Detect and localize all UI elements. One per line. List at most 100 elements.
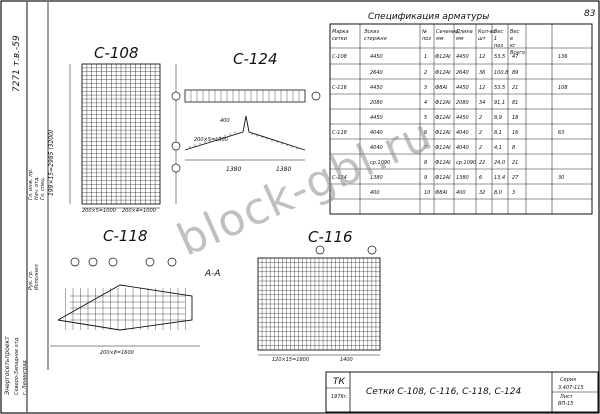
spec-section-cell: Ф8АI: [435, 85, 448, 91]
spec-qty-cell: 2: [479, 115, 482, 121]
spec-header-cell: Кол-во: [478, 29, 496, 35]
spec-pos-cell: 9: [424, 175, 427, 181]
spec-total-cell: 30: [558, 175, 564, 181]
spec-header-cell: мм: [436, 36, 444, 42]
spec-weight-unit-cell: 24,0: [494, 160, 505, 166]
dim-c124-right: 1380: [276, 166, 291, 173]
dim-c118-bottom: 200×8=1600: [100, 350, 134, 356]
spec-weight-pos-cell: 89: [512, 70, 518, 76]
spec-header-cell: поз: [494, 43, 503, 49]
dim-c116-bottom: 120×15=1800: [272, 357, 309, 363]
spec-weight-unit-cell: 13,4: [494, 175, 505, 181]
spec-pos-cell: 5: [424, 115, 427, 121]
spec-mark-cell: С-118: [332, 130, 347, 136]
marker-c116-b: [367, 245, 377, 255]
spec-length-cell: 4040: [456, 130, 469, 136]
spec-header-cell: мм: [456, 36, 464, 42]
stamp-role-1: Гл. инж. пр.: [28, 169, 34, 200]
spec-length-cell: 4040: [456, 145, 469, 151]
spec-weight-unit-cell: 8,0: [494, 190, 502, 196]
title-block-name: Сетки С-108, С-116, С-118, С-124: [366, 387, 521, 397]
marker-c116-a: [315, 245, 325, 255]
dim-c124-left: 1380: [226, 166, 241, 173]
spec-qty-cell: 2: [479, 130, 482, 136]
spec-pos-cell: 3: [424, 85, 427, 91]
side-stamp: 7271 т.в.-59: [12, 35, 22, 92]
dim-c108-bottom-left: 200×5=1000: [82, 208, 116, 214]
spec-qty-cell: 12: [479, 85, 485, 91]
spec-weight-pos-cell: 21: [512, 160, 518, 166]
spec-header-cell: шт: [478, 36, 487, 42]
stamp-role-4: Рук. гр.: [28, 270, 34, 290]
spec-weight-unit-cell: 8,1: [494, 130, 502, 136]
spec-sketch-cell: 2640: [370, 70, 383, 76]
spec-pos-cell: 2: [424, 70, 427, 76]
spec-header-cell: 1: [494, 36, 497, 42]
marker-c118-3: [108, 257, 118, 267]
spec-sketch-cell: 4450: [370, 85, 383, 91]
stamp-dept: Северо-Западное отд.: [14, 336, 20, 395]
spec-section-cell: Ф12АI: [435, 70, 451, 76]
spec-weight-pos-cell: 21: [512, 85, 518, 91]
spec-qty-cell: 2: [479, 145, 482, 151]
spec-pos-cell: 8: [424, 160, 427, 166]
spec-sketch-cell: 2080: [370, 100, 383, 106]
spec-sketch-cell: 1380: [370, 175, 383, 181]
spec-weight-unit-cell: 4,1: [494, 145, 502, 151]
spec-sketch-cell: 4040: [370, 130, 383, 136]
spec-sketch-cell: 4040: [370, 145, 383, 151]
spec-header-cell: в: [510, 36, 513, 42]
spec-length-cell: 4450: [456, 85, 469, 91]
title-block-series: 3.407-115: [558, 385, 584, 391]
view-title-c116: С-116: [308, 228, 353, 246]
spec-pos-cell: 6: [424, 130, 427, 136]
view-title-c124: С-124: [233, 50, 278, 68]
spec-pos-cell: 7: [424, 145, 428, 151]
spec-qty-cell: 6: [479, 175, 482, 181]
spec-header-cell: №: [421, 29, 427, 35]
spec-section-cell: Ф12АI: [435, 175, 451, 181]
dim-c108-bottom-right: 200×4=1000: [122, 208, 156, 214]
view-title-c118: С-118: [103, 227, 148, 245]
spec-pos-cell: 4: [424, 100, 427, 106]
marker-c124-a: [171, 91, 181, 101]
section-title: А-А: [204, 269, 221, 279]
spec-pos-cell: 1: [424, 54, 427, 60]
stamp-role-2: Нач. отд.: [34, 176, 40, 200]
profile-c124: [184, 115, 306, 151]
spec-length-cell: 400: [456, 190, 466, 196]
spec-weight-unit-cell: 8,9: [494, 115, 502, 121]
spec-weight-pos-cell: 18: [512, 115, 518, 121]
spec-weight-pos-cell: 27: [512, 175, 519, 181]
title-block-sheet: ВП-15: [558, 401, 573, 407]
spec-length-cell: 4450: [456, 54, 469, 60]
marker-c124-b: [311, 91, 321, 101]
stamp-role-3: Гл. спец.: [40, 177, 46, 200]
stamp-role-5: Исполнил: [34, 263, 40, 290]
spec-qty-cell: 32: [479, 190, 485, 196]
spec-mark-cell: С-108: [332, 54, 347, 60]
title-block-year: 1976г.: [331, 394, 348, 400]
title-block-series-label: Серия: [560, 377, 576, 383]
marker-c118-5: [167, 257, 177, 267]
spec-section-cell: Ф12АI: [435, 115, 451, 121]
title-block-org: ТК: [333, 377, 345, 387]
spec-length-cell: 1380: [456, 175, 469, 181]
spec-section-cell: Ф12АI: [435, 145, 451, 151]
spec-header-cell: Сечение: [436, 29, 458, 35]
spec-length-cell: 2640: [456, 70, 469, 76]
marker-c118-4: [145, 257, 155, 267]
spec-length-cell: 4450: [456, 115, 469, 121]
spec-mark-cell: С-124: [332, 175, 347, 181]
spec-weight-pos-cell: 81: [512, 100, 518, 106]
spec-weight-pos-cell: 47: [512, 54, 519, 60]
title-block-sheet-label: Лист: [559, 394, 574, 400]
spec-total-cell: 136: [558, 54, 568, 60]
spec-weight-unit-cell: 53,5: [494, 85, 505, 91]
spec-mark-cell: С-116: [332, 85, 347, 91]
spec-qty-cell: 36: [479, 70, 485, 76]
spec-section-cell: Ф12АI: [435, 130, 451, 136]
